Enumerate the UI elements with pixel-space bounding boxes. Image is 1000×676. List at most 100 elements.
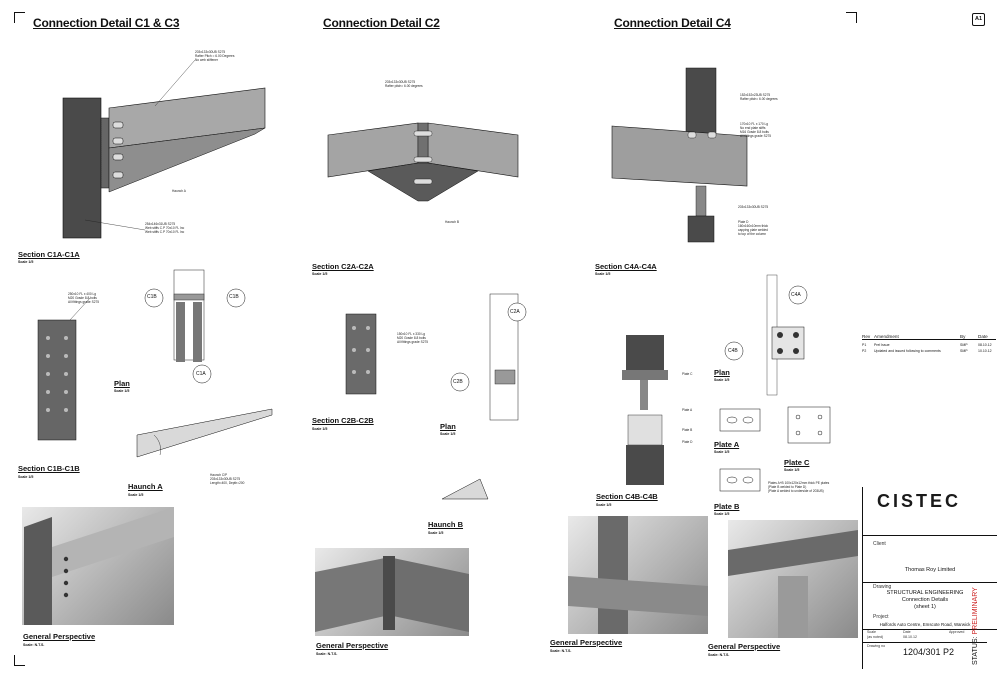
- plan4-title: Plan: [714, 368, 730, 377]
- c4-column-upper: [685, 67, 717, 139]
- section-c1b-scale: Scale 1/5: [18, 475, 34, 479]
- project-label: Project: [873, 614, 889, 620]
- haunch-b-title: Haunch B: [428, 520, 464, 529]
- c4-beam: [611, 125, 748, 187]
- status-label: STATUS:: [972, 636, 979, 665]
- plan1-scale: Scale 1/5: [114, 389, 130, 393]
- section-c2a-title: Section C2A-C2A: [312, 262, 374, 271]
- section-c2b-title: Section C2B-C2B: [312, 416, 374, 425]
- crop-mark-top-right: [846, 12, 857, 23]
- crop-mark-top-left: [14, 12, 25, 23]
- c1-haunch-note: Haunch A: [172, 189, 186, 193]
- section-c4a-title: Section C4A-C4A: [595, 262, 657, 271]
- gp1-scale: Scale: N.T.S.: [23, 643, 45, 647]
- c4b-plate-b-label: Plate B: [682, 428, 693, 432]
- section-c2b-scale: Scale 1/5: [312, 427, 328, 431]
- plate-c-scale: Scale 1/5: [784, 468, 800, 472]
- marker-c1a: [192, 364, 212, 384]
- c4-plate-note: Plate D 160x160x10mm thick capping plate…: [738, 220, 769, 236]
- c1-endplate: [100, 117, 110, 189]
- company-logo: CISTEC: [877, 491, 962, 511]
- marker-c2a: [507, 302, 527, 322]
- c4-perspective-geometry-2: [728, 530, 858, 638]
- gp1-title: General Perspective: [23, 632, 96, 641]
- title-block: CISTEC Client Thomas Roy Limited Drawing…: [862, 487, 997, 669]
- date-value: 08.10.12: [903, 635, 917, 639]
- c1-bolts-note: 250x10 FL x 400 Lg M20 Grade 8.8 bolts A…: [68, 292, 100, 304]
- gp3-scale: Scale: N.T.S.: [550, 649, 572, 653]
- c2a-section-drawing: [345, 313, 377, 395]
- section-c2a-scale: Scale 1/5: [312, 272, 328, 276]
- plate-b-title: Plate B: [714, 502, 740, 511]
- marker-c1b-right: [226, 288, 246, 308]
- status-value: PRELIMINARY: [972, 587, 979, 635]
- drawing-title-2: Connection Details: [901, 597, 949, 603]
- drawing-title-1: STRUCTURAL ENGINEERING: [886, 590, 964, 596]
- status-stamp: STATUS: PRELIMINARY: [972, 585, 982, 665]
- plan1-title: Plan: [114, 379, 130, 388]
- c1-elevation-drawing: [62, 59, 266, 239]
- c1-plan-drawing: [144, 269, 246, 384]
- marker-c4a: [788, 285, 808, 305]
- section-c4b-scale: Scale 1/5: [596, 503, 612, 507]
- plate-a-title: Plate A: [714, 440, 740, 449]
- section-c4b-title: Section C4B-C4B: [596, 492, 658, 501]
- c1-rafter-note: 203x133x30UB S275 Rafter Pitch = 6.00 De…: [195, 50, 235, 62]
- c2-elevation-drawing: [327, 122, 519, 202]
- gp4-scale: Scale: N.T.S.: [708, 653, 730, 657]
- c4-plan-drawing: [724, 274, 808, 396]
- haunch-b-drawing: [441, 478, 489, 500]
- sheet-size-badge: A1: [972, 13, 985, 26]
- haunch-a-drawing: [136, 408, 273, 458]
- marker-c1a-label: C1A: [196, 371, 206, 377]
- c4-plates-note: Plates A+B 100x120x12mm thick PE plates …: [768, 481, 830, 493]
- marker-c2b-label: C2B: [453, 379, 463, 385]
- drawing-title-3: (sheet 1): [914, 604, 936, 610]
- c1a-section-drawing: [37, 297, 91, 441]
- marker-c1b-left-label: C1B: [147, 294, 157, 300]
- crop-mark-bottom-left: [14, 655, 25, 666]
- c4-perspective-geometry-1: [568, 516, 708, 634]
- plan2-title: Plan: [440, 422, 456, 431]
- scale-value: (as noted): [867, 635, 884, 639]
- heading-c1-c3: Connection Detail C1 & C3: [33, 16, 180, 30]
- marker-c2b: [450, 372, 470, 392]
- rev-header-amendment: Amendment: [874, 334, 899, 339]
- heading-c4: Connection Detail C4: [614, 16, 731, 30]
- c4-bolts-note: 170x10 FL x 170 Lg No end plate stiffs M…: [740, 122, 772, 138]
- section-c4a-scale: Scale 1/5: [595, 272, 611, 276]
- scale-label: Scale: [867, 630, 876, 634]
- drawing-no-label: Drawing no: [867, 644, 886, 648]
- section-c1a-scale: Scale 1/5: [18, 260, 34, 264]
- c2-haunch-note: Haunch B: [445, 220, 459, 224]
- client-name: Thomas Roy Limited: [904, 567, 956, 573]
- rev-header-rev: Rev: [862, 334, 871, 339]
- c2-plan-drawing: [450, 293, 527, 421]
- rev-header-date: Date: [978, 334, 988, 339]
- c4b-plate-a-label: Plate A: [682, 408, 693, 412]
- c4-elevation-drawing: [611, 67, 748, 243]
- c4-column-lower: [687, 215, 715, 243]
- gp4-title: General Perspective: [708, 642, 781, 651]
- c2-perspective-geometry: [315, 556, 469, 632]
- plate-c-title: Plate C: [784, 458, 810, 467]
- section-c1a-title: Section C1A-C1A: [18, 250, 80, 259]
- c4-perspective-render-1: [568, 516, 708, 634]
- plate-a-scale: Scale 1/5: [714, 450, 730, 454]
- haunch-b-scale: Scale 1/5: [428, 531, 444, 535]
- haunch-a-title: Haunch A: [128, 482, 163, 491]
- marker-c4b: [724, 341, 744, 361]
- project-name: Halfords Auto Centre, Emscote Road, Warw…: [879, 622, 971, 627]
- marker-c1b-left: [144, 288, 164, 308]
- c2-bolts-note: 150x10 FL x 330 Lg M20 Grade 8.8 bolts A…: [397, 332, 429, 344]
- plan2-scale: Scale 1/5: [440, 432, 456, 436]
- c1-column: [62, 97, 102, 239]
- heading-c2: Connection Detail C2: [323, 16, 440, 30]
- c4-column-note: 152x152x23UB S275 Rafter pitch= 6.00 deg…: [740, 93, 778, 101]
- approved-label: Approved: [949, 630, 965, 634]
- c1-column-note: 254x146x31UB S275 Web stiffs C.P 70x10 F…: [145, 222, 185, 234]
- gp2-scale: Scale: N.T.S.: [316, 652, 338, 656]
